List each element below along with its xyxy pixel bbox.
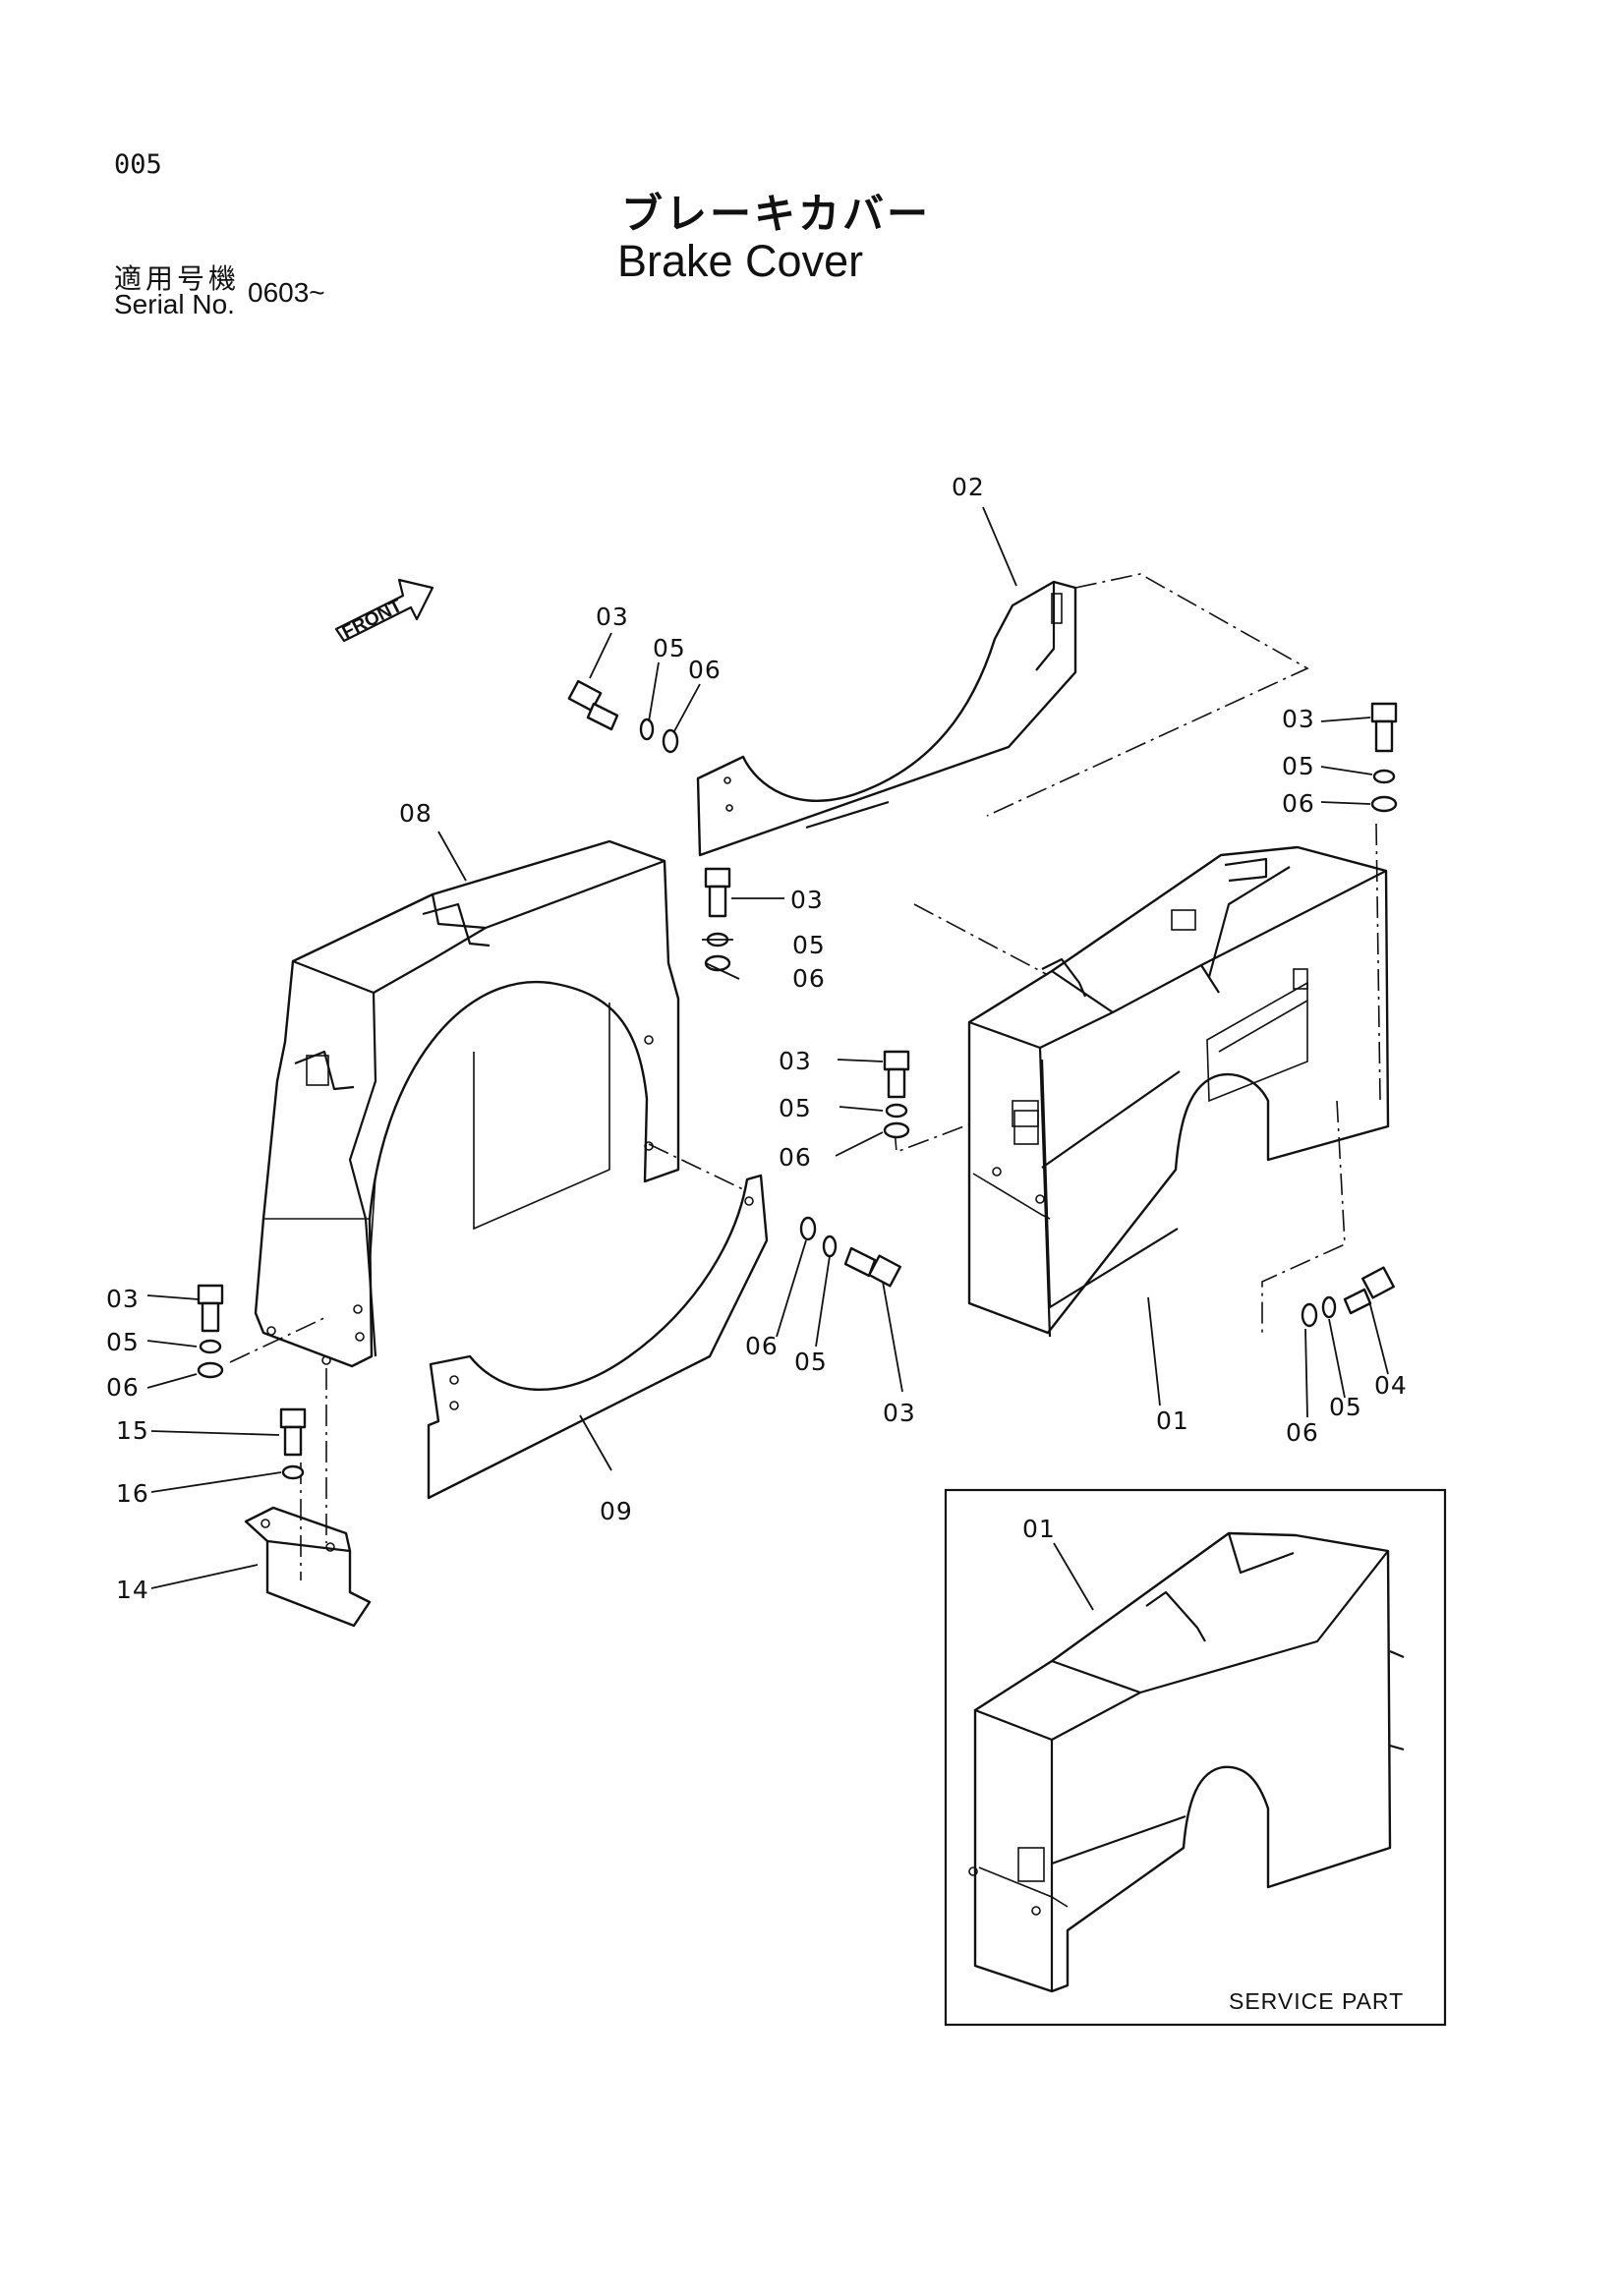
callout-05-a: 05 [653,634,686,662]
title-japanese: ブレーキカバー [621,190,932,238]
serial-label-english: Serial No. [114,289,235,319]
callout-05-b: 05 [1282,752,1315,780]
part-01-right-cover [894,823,1390,1338]
bolt-icon-left-f [197,1284,224,1333]
callout-14: 14 [116,1576,149,1604]
spring-washer-icon-16 [281,1464,305,1480]
callout-04: 04 [1374,1371,1408,1400]
spring-washer-icon-f [199,1339,222,1354]
bolt-icon-right-top [1370,702,1398,753]
callout-labels: 02 03 05 06 03 05 06 08 03 05 06 03 05 0… [106,473,1408,1604]
callout-01: 01 [1156,1406,1189,1435]
spring-washer-icon-e [822,1234,838,1258]
callout-08: 08 [399,799,433,828]
page-number: 005 [114,149,162,180]
callout-06-c: 06 [792,964,826,993]
callout-15: 15 [116,1416,149,1445]
plain-washer-icon-a [662,728,679,754]
callout-16: 16 [116,1479,149,1508]
serial-number-range: 0603~ [248,277,325,308]
callout-03-c: 03 [790,886,824,914]
callout-09: 09 [600,1497,633,1525]
plain-washer-icon-b [1370,795,1398,813]
callout-06-f: 06 [106,1373,140,1402]
spring-washer-icon-d [885,1103,908,1119]
callout-01-service: 01 [1022,1515,1056,1543]
plain-washer-icon-d [883,1121,910,1139]
callout-05-d: 05 [779,1094,812,1122]
callout-06-e: 06 [745,1332,779,1360]
plain-washer-icon-g [1301,1302,1318,1328]
title-english: Brake Cover [617,236,864,286]
front-label: FRONT [339,596,406,644]
callout-03-f: 03 [106,1285,140,1313]
callout-03-d: 03 [779,1047,812,1075]
callout-05-e: 05 [794,1348,828,1376]
callout-05-g: 05 [1329,1393,1362,1421]
bolt-icon-center-c [704,867,731,918]
callout-03-a: 03 [596,603,629,631]
spring-washer-icon-b [1372,769,1396,784]
callout-06-d: 06 [779,1143,812,1172]
plain-washer-icon-f [197,1361,224,1379]
part-08-left-arch-cover [254,839,680,1368]
bolt-icon-center-e [843,1246,901,1288]
bolt-icon-upper-left [567,679,619,731]
part-14-bracket [229,1316,372,1628]
bolt-icon-04 [1343,1266,1395,1315]
callout-06-a: 06 [688,656,722,684]
part-02-upper-plate [696,573,1309,994]
serial-label-japanese: 適用号機 [114,262,241,295]
bolt-icon-15 [279,1407,307,1457]
callout-06-g: 06 [1286,1418,1319,1447]
spring-washer-icon-a [639,718,655,741]
bolt-icon-center-d [883,1050,910,1099]
callout-05-f: 05 [106,1328,140,1356]
service-part-label: SERVICE PART [1229,1988,1404,2014]
leader-lines [146,506,1389,1589]
spring-washer-icon-g [1321,1295,1337,1319]
front-arrow-icon: FRONT [334,578,434,644]
callout-05-c: 05 [792,931,826,959]
part-09-lower-panel [427,1143,769,1500]
callout-02: 02 [952,473,985,501]
plain-washer-icon-e [799,1216,817,1241]
callout-03-b: 03 [1282,705,1315,733]
callout-03-e: 03 [883,1399,916,1427]
callout-06-b: 06 [1282,789,1315,818]
service-part-inset: 01 SERVICE PART [944,1488,1447,2027]
